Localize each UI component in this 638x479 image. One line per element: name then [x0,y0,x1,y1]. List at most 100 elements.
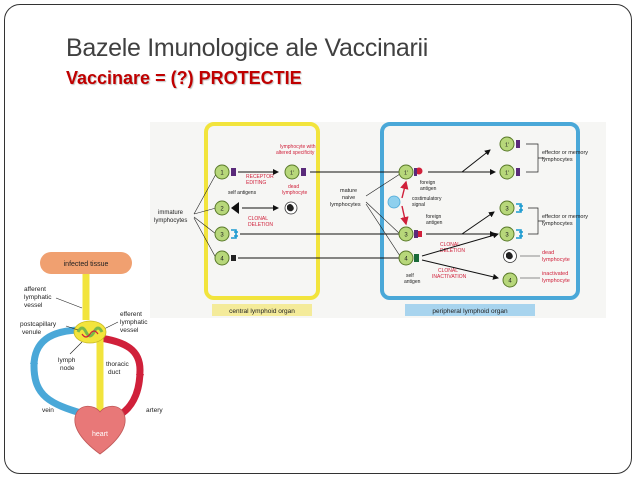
clonal-inact-1: CLONAL [438,268,458,274]
self-antigen-a: self [406,273,414,279]
receptor-eff-1b [516,168,520,176]
clonal-inact-2: INACTIVATION [432,274,467,280]
postcapillary-2: venule [22,329,42,336]
self-antigens-label: self antigens [228,190,257,196]
lymph-circulation-diagram: infected tissue afferent lymphatic vesse… [20,252,163,455]
costim-arrow-up [400,180,409,199]
inact-1: inactivated [542,271,568,277]
effector-cell-1b: 1' [499,164,515,180]
svg-text:1': 1' [404,171,408,177]
clonal-deletion-p2: DELETION [440,248,465,254]
clonal-deletion-p1: CLONAL [440,242,460,248]
artery-label: artery [146,407,163,414]
clonal-deletion-2: DELETION [248,222,273,228]
dead-lymph-2: lymphocyte [282,190,308,196]
vein-arrow [30,354,38,364]
mature-pointer [365,203,401,257]
receptor-periph-3 [414,230,418,238]
mature-pointer [365,201,401,235]
lymph-node-1: lymph [58,357,76,364]
foreign-antigen-1a: foreign [420,180,436,186]
thoracic-2: duct [108,369,120,376]
vein-vessel [30,326,85,418]
lymph-node-pointer [69,341,83,355]
lymphocyte-selection-diagram: central lymphoid organ peripheral lympho… [150,122,606,318]
foreign-antigen-dot [415,167,423,175]
foreign-antigen-1b: antigen [420,186,437,192]
cell-1: 1 [214,164,230,180]
svg-text:3: 3 [505,233,509,239]
svg-text:1': 1' [505,171,509,177]
receptor-cyan [231,229,238,239]
effector-2a: effector or memory [542,214,588,220]
cell-2: 2 [214,200,230,216]
dead-cell-periph [503,249,517,263]
peripheral-organ-label-bg [405,304,535,316]
arrow-inactivation [421,259,499,280]
artery-arrow [136,374,144,384]
svg-text:1': 1' [505,143,509,149]
svg-text:3: 3 [220,233,224,239]
dead-cell-central [284,201,298,215]
receptor-altered [301,168,306,176]
self-antigen-b: antigen [404,279,421,285]
receptor-eff-3b [516,229,523,239]
foreign-antigen-2b: antigen [426,220,443,226]
altered-label-1: lymphocyte with [280,144,316,150]
receptor-eff-3a [516,203,523,213]
efferent-3: vessel [120,327,139,334]
dead-lymph-1: dead [288,184,299,190]
dead-p-1: dead [542,250,554,256]
svg-text:2: 2 [220,207,224,213]
efferent-2: lymphatic [120,319,148,326]
cell-3-periph: 3 [398,226,414,242]
effector-2b: lymphocytes [542,221,573,227]
immature-pointer [193,216,217,235]
thoracic-1: thoracic [106,361,130,368]
costim-2: signal [412,202,425,208]
svg-text:3: 3 [404,233,408,239]
effector-cell-3a: 3 [499,200,515,216]
afferent-2: lymphatic [24,294,52,301]
svg-text:1': 1' [290,171,294,177]
arrow-deletion [421,232,499,257]
node-vessel [81,330,99,338]
central-organ-label: central lymphoid organ [229,308,295,315]
svg-text:4: 4 [220,257,224,263]
clonal-deletion-1: CLONAL [248,216,268,222]
self-antigen-box [414,254,419,262]
inactivated-cell: 4 [502,272,518,288]
cell-4-periph: 4 [398,250,414,266]
svg-text:1: 1 [220,171,224,177]
receptor-eff-1a [516,140,520,148]
bracket-effector-1 [526,143,545,173]
efferent-1: efferent [120,311,142,318]
heart [74,405,126,455]
svg-text:3: 3 [505,207,509,213]
afferent-3: vessel [24,302,43,309]
costim-arrow-down [400,205,409,226]
effector-1a: effector or memory [542,150,588,156]
mature-naive-2: naive [342,195,355,201]
immature-pointer [193,217,217,259]
lymph-node-2: node [60,365,75,372]
immature-label-2: lymphocytes [154,218,187,224]
immature-pointer [193,173,217,215]
receptor-dark [231,255,236,261]
foreign-antigen-2a: foreign [426,214,442,220]
slide-subtitle: Vaccinare = (?) PROTECTIE [66,68,302,88]
costimulatory-cell [387,195,401,209]
dead-p-2: lymphocyte [542,257,570,263]
peripheral-organ-label: peripheral lymphoid organ [432,308,508,315]
altered-label-2: altered specificity [276,150,315,156]
receptor-editing-1: RECEPTOR [246,174,274,180]
receptor-purple [231,168,236,176]
svg-text:4: 4 [508,279,512,285]
afferent-1: afferent [24,286,46,293]
effector-cell-1a: 1' [499,136,515,152]
heart-label: heart [92,431,108,438]
immature-label-1: immature [158,210,184,216]
infected-tissue-label: infected tissue [64,261,109,268]
svg-text:4: 4 [404,257,408,263]
foreign-antigen-box [418,231,422,237]
